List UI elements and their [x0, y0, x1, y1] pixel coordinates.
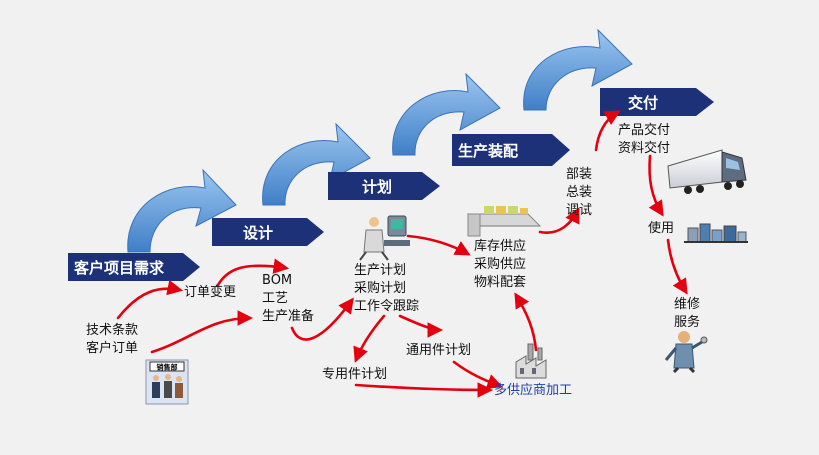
- multi-supplier-label: 多供应商加工: [494, 383, 573, 398]
- assembly-list: 部装 总装 调试: [566, 166, 592, 220]
- flow-arrow: [353, 314, 386, 363]
- use-label: 使用: [648, 221, 675, 236]
- computer-operator-icon: [359, 215, 410, 261]
- truck-icon: [667, 149, 747, 194]
- special-parts-plan-label: 专用件计划: [322, 367, 388, 382]
- list-item: 生产准备: [262, 309, 315, 324]
- list-item: 技术条款: [86, 323, 139, 338]
- list-item: 客户订单: [86, 341, 139, 356]
- list-item: 工作令跟踪: [354, 299, 420, 314]
- list-item: 调试: [566, 203, 593, 218]
- flow-arrow: [406, 234, 471, 256]
- curved-arrow-4: [523, 28, 633, 111]
- list-item: 部装: [566, 167, 593, 182]
- factory-icon: [515, 343, 547, 379]
- list-item: 采购计划: [354, 281, 407, 296]
- sales-department-label: 销售部: [156, 363, 178, 372]
- delivery-list: 产品交付 资料交付: [618, 122, 670, 158]
- stage-label: 客户项目需求: [73, 259, 165, 277]
- list-item: 库存供应: [474, 239, 527, 254]
- flow-arrow: [398, 314, 444, 338]
- stage-banner-plan: [328, 172, 440, 200]
- curved-arrow-3: [392, 72, 501, 156]
- list-item: 服务: [674, 315, 701, 330]
- list-item: BOM: [262, 273, 293, 288]
- flow-arrow: [354, 382, 494, 398]
- list-item: 采购供应: [474, 257, 527, 272]
- bom-process-list: BOM 工艺 生产准备: [262, 272, 314, 326]
- flow-arrow: [648, 154, 664, 217]
- flow-arrow: [150, 310, 254, 354]
- stage-label: 生产装配: [458, 142, 518, 160]
- flow-arrow: [216, 258, 290, 287]
- sales-department-image: 销售部: [145, 359, 189, 405]
- curved-arrow-2: [262, 122, 371, 206]
- flow-arrows: [116, 110, 688, 398]
- stage-banner-design: [212, 218, 324, 246]
- maintenance-list: 维修 服务: [674, 296, 700, 332]
- list-item: 工艺: [262, 291, 289, 306]
- list-item: 生产计划: [354, 263, 407, 278]
- warehouse-racks-icon: [466, 206, 542, 237]
- flow-arrow: [290, 297, 354, 341]
- stage-banners: 客户项目需求 设计 计划 生产装配 交付: [68, 88, 714, 281]
- list-item: 维修: [674, 297, 701, 312]
- curved-step-arrows: [127, 28, 633, 253]
- customer-input-list: 技术条款 客户订单: [86, 322, 138, 358]
- list-item: 总装: [566, 185, 593, 200]
- list-item: 资料交付: [618, 141, 671, 156]
- flow-arrow: [514, 292, 538, 352]
- curved-arrow-1: [127, 168, 237, 253]
- production-line-icon: [684, 223, 748, 243]
- supply-list: 库存供应 采购供应 物料配套: [474, 238, 526, 292]
- list-item: 产品交付: [618, 123, 671, 138]
- service-worker-icon: [664, 331, 708, 374]
- stage-banner-customer-demand: [68, 253, 200, 281]
- stage-label: 设计: [243, 224, 273, 242]
- stage-banner-assembly: [452, 134, 570, 166]
- flow-arrow: [538, 207, 580, 234]
- general-parts-plan-label: 通用件计划: [406, 343, 472, 358]
- flow-arrow: [452, 360, 503, 389]
- stage-banner-delivery: [600, 88, 714, 116]
- flow-arrow: [116, 279, 184, 320]
- stage-label: 计划: [362, 178, 392, 196]
- stage-label: 交付: [628, 94, 658, 112]
- plan-list: 生产计划 采购计划 工作令跟踪: [354, 262, 419, 316]
- flow-arrow: [594, 110, 621, 152]
- list-item: 物料配套: [474, 275, 527, 290]
- flow-arrow: [666, 238, 688, 295]
- order-change-label: 订单变更: [184, 285, 237, 300]
